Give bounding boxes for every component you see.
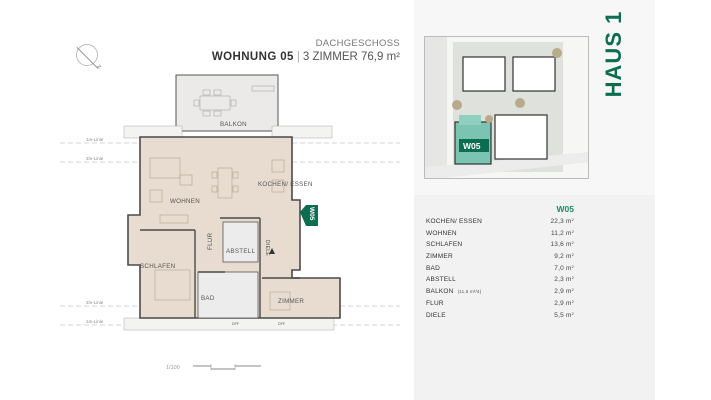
site-plan-section: W05 HAUS 1 <box>414 0 655 195</box>
height-line-labels: 1m-Linie 2m-Linie 2m-Linie 1m-Linie <box>86 137 104 324</box>
plan-header: DACHGESCHOSS WOHNUNG 05|3 ZIMMER 76,9 m² <box>212 38 400 63</box>
svg-text:SCHLAFEN: SCHLAFEN <box>140 263 175 270</box>
entrance-tag: W05 <box>300 205 318 226</box>
house-label: HAUS 1 <box>601 10 626 98</box>
svg-text:2m-Linie: 2m-Linie <box>86 156 104 161</box>
compass-icon <box>76 44 98 66</box>
svg-text:BAD: BAD <box>201 295 215 302</box>
floor-plan-area: N DACHGESCHOSS WOHNUNG 05|3 ZIMMER 76,9 … <box>0 0 414 400</box>
svg-text:1m-Linie: 1m-Linie <box>86 137 104 142</box>
svg-text:W05: W05 <box>463 141 481 151</box>
svg-text:W05: W05 <box>308 207 315 221</box>
svg-text:DIELE: DIELE <box>264 240 270 256</box>
unit-rooms-size: 3 ZIMMER 76,9 m² <box>302 51 400 63</box>
svg-text:DFF: DFF <box>232 322 240 326</box>
scale-bar-icon <box>193 364 261 370</box>
svg-text:KOCHEN/ ESSEN: KOCHEN/ ESSEN <box>258 181 313 188</box>
svg-text:BALKON: BALKON <box>220 121 247 128</box>
svg-text:1m-Linie: 1m-Linie <box>86 319 104 324</box>
svg-text:WOHNEN: WOHNEN <box>170 198 200 205</box>
floor-plan-drawing: 1m-Linie 2m-Linie 2m-Linie 1m-Linie <box>60 74 400 331</box>
area-row: BALKON(11,6 m²/4)2,9 m2 <box>426 287 574 296</box>
area-table-header: W05 <box>556 204 574 214</box>
title-separator: | <box>296 51 300 63</box>
unit-name: WOHNUNG 05 <box>211 51 294 63</box>
svg-text:FLUR: FLUR <box>207 232 214 250</box>
site-plan-map: W05 <box>424 36 589 179</box>
svg-text:DFF: DFF <box>278 322 286 326</box>
svg-text:ABSTELL: ABSTELL <box>226 248 256 255</box>
floor-label: DACHGESCHOSS <box>315 38 400 49</box>
unit-title: WOHNUNG 05|3 ZIMMER 76,9 m² <box>212 51 400 63</box>
svg-text:ZIMMER: ZIMMER <box>278 298 304 305</box>
svg-text:2m-Linie: 2m-Linie <box>86 300 104 305</box>
scale-label: 1/100 <box>166 365 180 371</box>
